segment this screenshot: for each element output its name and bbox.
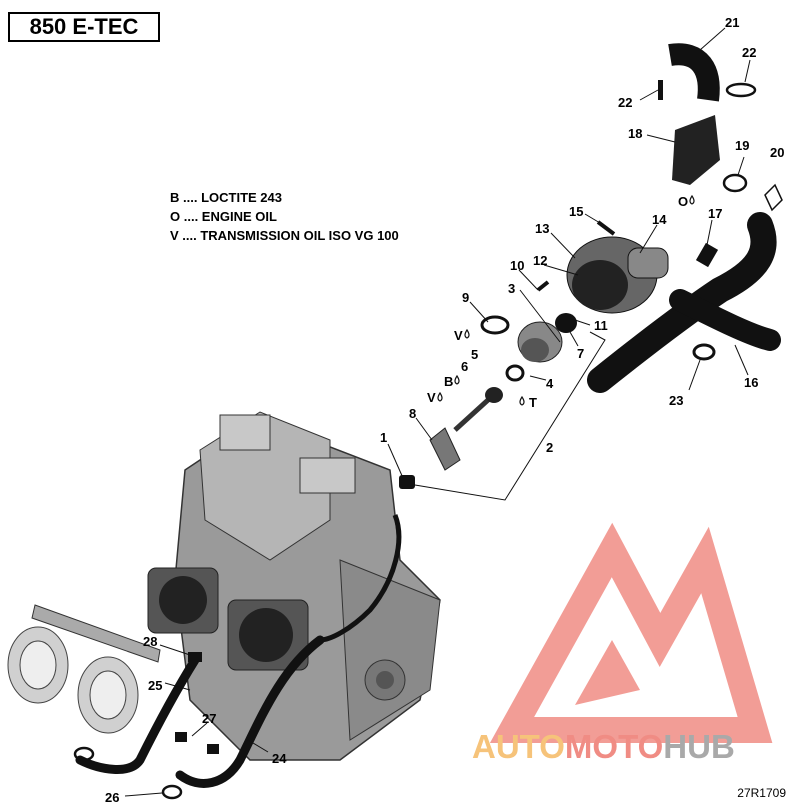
pump-cover	[566, 236, 669, 314]
callout-12: 12	[533, 253, 547, 268]
callout-11: 11	[594, 318, 608, 333]
callout-14: 14	[652, 212, 667, 227]
clamp-27-b	[207, 744, 219, 754]
callout-27: 27	[202, 711, 216, 726]
callout-22-right: 22	[742, 45, 756, 60]
drop-icon	[519, 395, 525, 406]
callout-16: 16	[744, 375, 758, 390]
callout-17: 17	[708, 206, 722, 221]
engine-block	[174, 411, 441, 761]
impeller-7	[555, 313, 577, 333]
ring-9	[480, 315, 510, 335]
drop-icon	[454, 374, 460, 385]
symbol-o-19: O	[678, 194, 688, 209]
leader-lines	[124, 27, 751, 797]
clamp-26-left	[73, 746, 95, 762]
drop-icon	[437, 391, 443, 402]
drop-icon	[464, 328, 470, 339]
clamp-26-right	[161, 784, 183, 800]
callout-25: 25	[148, 678, 162, 693]
clamp-27-a	[175, 732, 187, 742]
clamp-22-left	[658, 80, 663, 100]
callout-13: 13	[535, 221, 549, 236]
callout-5: 5	[471, 347, 478, 362]
hose-engine	[319, 514, 402, 643]
callout-28: 28	[143, 634, 157, 649]
assembly-bracket-2	[414, 331, 606, 501]
symbol-b-6: B	[444, 374, 453, 389]
clamp-19	[722, 173, 748, 193]
legend-item-v: V .... TRANSMISSION OIL ISO VG 100	[170, 228, 399, 243]
hose-25	[75, 655, 200, 774]
callout-22-left: 22	[618, 95, 632, 110]
gear-8	[429, 398, 490, 471]
callout-23: 23	[669, 393, 683, 408]
callout-21: 21	[725, 15, 739, 30]
callout-15: 15	[569, 204, 583, 219]
callout-8: 8	[409, 406, 416, 421]
symbol-t-4: T	[529, 395, 537, 410]
callout-10: 10	[510, 258, 524, 273]
throttle-body-left	[147, 567, 219, 634]
bolt-10	[536, 280, 550, 292]
callout-26: 26	[105, 790, 119, 805]
symbol-v-8: V	[427, 390, 436, 405]
intake-rail	[7, 604, 161, 734]
watermark-text: AUTOMOTOHUB	[472, 728, 735, 765]
clamp-17	[695, 242, 719, 268]
watermark-logo	[489, 522, 773, 743]
spring-20	[764, 183, 783, 212]
callout-9: 9	[462, 290, 469, 305]
figure-reference: 27R1709	[737, 786, 786, 800]
callout-19: 19	[735, 138, 749, 153]
callout-18: 18	[628, 126, 642, 141]
housing-3	[517, 321, 563, 363]
callout-24: 24	[272, 751, 287, 766]
outlet-hose-16	[587, 212, 777, 393]
drop-icons	[437, 194, 695, 406]
clamp-28	[188, 652, 202, 662]
throttle-body-right	[227, 599, 309, 671]
callout-3: 3	[508, 281, 515, 296]
washer-4	[505, 364, 525, 382]
seal-1	[399, 475, 415, 489]
legend-item-b: B .... LOCTITE 243	[170, 190, 282, 205]
callout-2: 2	[546, 440, 553, 455]
drop-icon	[689, 194, 695, 205]
clamp-22-right	[725, 82, 757, 98]
hose-21	[668, 43, 720, 102]
legend-item-o: O .... ENGINE OIL	[170, 209, 277, 224]
callout-20: 20	[770, 145, 784, 160]
bolt-15	[596, 220, 616, 236]
bearing-6	[485, 387, 503, 403]
hose-24	[175, 635, 325, 788]
callout-labels: 1 2 3 4 5 6 7 8 9 10 11 12 13 14 15 16 1…	[105, 15, 784, 805]
diagram-title: 850 E-TEC	[8, 12, 160, 42]
callout-4: 4	[546, 376, 554, 391]
callout-7: 7	[577, 346, 584, 361]
callout-1: 1	[380, 430, 387, 445]
clamp-23	[692, 343, 716, 361]
callout-6: 6	[461, 359, 468, 374]
symbol-v-9: V	[454, 328, 463, 343]
elbow-18	[672, 115, 720, 185]
